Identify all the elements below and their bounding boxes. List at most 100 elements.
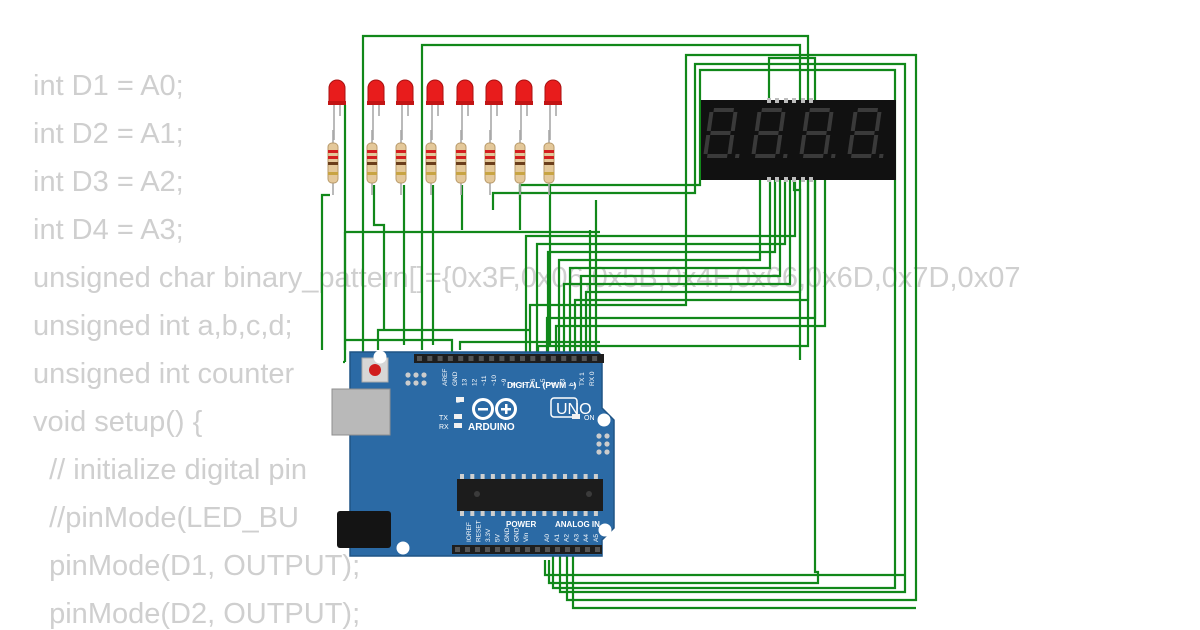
led[interactable] — [485, 79, 503, 140]
display-pin[interactable] — [775, 98, 779, 103]
display-pin[interactable] — [767, 98, 771, 103]
seven-segment-display[interactable] — [701, 98, 896, 182]
pin-socket[interactable] — [555, 547, 560, 552]
mount-hole — [396, 541, 410, 555]
pin-socket[interactable] — [447, 356, 453, 361]
wire[interactable] — [543, 560, 905, 577]
pin-socket[interactable] — [525, 547, 530, 552]
led[interactable] — [456, 79, 474, 140]
wire[interactable] — [420, 43, 802, 360]
chip-leg — [532, 511, 537, 516]
wire[interactable] — [372, 185, 386, 330]
display-pin[interactable] — [767, 177, 771, 182]
pin-socket[interactable] — [485, 547, 490, 552]
resistor[interactable] — [514, 130, 526, 195]
resistor[interactable] — [395, 130, 407, 195]
pin-socket[interactable] — [427, 356, 433, 361]
display-pin[interactable] — [801, 177, 805, 182]
wire[interactable] — [547, 178, 820, 585]
resistor-band — [544, 162, 554, 165]
segment — [706, 154, 728, 158]
pin-socket[interactable] — [499, 356, 505, 361]
led[interactable] — [328, 79, 346, 140]
resistor[interactable] — [543, 130, 555, 195]
pin-socket[interactable] — [478, 356, 484, 361]
pin-socket[interactable] — [575, 547, 580, 552]
wires — [320, 34, 918, 610]
display-pin[interactable] — [792, 177, 796, 182]
arduino-infinity-logo — [472, 398, 517, 420]
wire[interactable] — [376, 328, 530, 350]
wire[interactable] — [546, 178, 777, 352]
pin-socket[interactable] — [540, 356, 546, 361]
pin-socket[interactable] — [520, 356, 525, 361]
display-pin[interactable] — [809, 98, 813, 103]
pin-socket[interactable] — [595, 547, 600, 552]
resistor-band — [485, 156, 495, 159]
display-pin[interactable] — [775, 177, 779, 182]
led-body — [485, 79, 503, 105]
display-pin[interactable] — [809, 177, 813, 182]
wire[interactable] — [568, 178, 772, 352]
wire[interactable] — [345, 338, 454, 352]
pin-socket[interactable] — [571, 356, 577, 361]
pin-socket[interactable] — [489, 356, 495, 361]
analog-pin-label: A2 — [564, 534, 571, 542]
wire[interactable] — [524, 178, 797, 352]
wire[interactable] — [528, 53, 918, 602]
pin-socket[interactable] — [465, 547, 470, 552]
pin-socket[interactable] — [535, 547, 540, 552]
wire[interactable] — [491, 62, 907, 594]
pin-socket[interactable] — [585, 547, 590, 552]
led[interactable] — [396, 79, 414, 140]
chip-leg — [501, 511, 506, 516]
display-pin[interactable] — [784, 98, 788, 103]
wire[interactable] — [535, 178, 787, 352]
led[interactable] — [544, 79, 562, 140]
pin-socket[interactable] — [475, 547, 480, 552]
wire[interactable] — [458, 340, 600, 350]
pin-socket[interactable] — [592, 356, 598, 361]
resistor[interactable] — [425, 130, 437, 195]
chip-leg — [490, 511, 495, 516]
display-pin[interactable] — [801, 98, 805, 103]
chip-leg — [511, 511, 516, 516]
wire[interactable] — [562, 178, 792, 352]
pin-socket[interactable] — [581, 356, 587, 361]
display-pin[interactable] — [792, 98, 796, 103]
display-pin[interactable] — [784, 177, 788, 182]
resistor[interactable] — [455, 130, 467, 195]
pin-socket[interactable] — [550, 356, 556, 361]
wire[interactable] — [571, 553, 916, 610]
pin-socket[interactable] — [417, 356, 422, 361]
wire[interactable] — [557, 178, 762, 352]
pin-socket[interactable] — [545, 547, 550, 552]
pin-socket[interactable] — [565, 547, 570, 552]
pin-socket[interactable] — [468, 356, 474, 361]
pin-socket[interactable] — [437, 356, 443, 361]
pin-socket[interactable] — [505, 547, 510, 552]
led[interactable] — [426, 79, 444, 140]
chip-leg — [460, 474, 464, 479]
led[interactable] — [367, 79, 385, 140]
wire[interactable] — [579, 178, 782, 352]
pin-socket[interactable] — [561, 356, 567, 361]
icsp-pin — [596, 441, 602, 447]
pin-socket[interactable] — [458, 356, 464, 361]
wire[interactable] — [320, 193, 330, 350]
resistor[interactable] — [366, 130, 378, 195]
board-model-label: UNO — [556, 401, 592, 418]
pin-socket[interactable] — [455, 547, 460, 552]
resistor[interactable] — [327, 130, 339, 195]
pin-socket[interactable] — [509, 356, 515, 361]
pin-socket[interactable] — [530, 356, 536, 361]
resistor[interactable] — [484, 130, 496, 195]
digital-pin-label: ~9 — [501, 378, 508, 386]
led[interactable] — [515, 79, 533, 140]
pin-socket[interactable] — [515, 547, 520, 552]
pin-socket[interactable] — [495, 547, 500, 552]
icsp-pin — [405, 372, 411, 378]
